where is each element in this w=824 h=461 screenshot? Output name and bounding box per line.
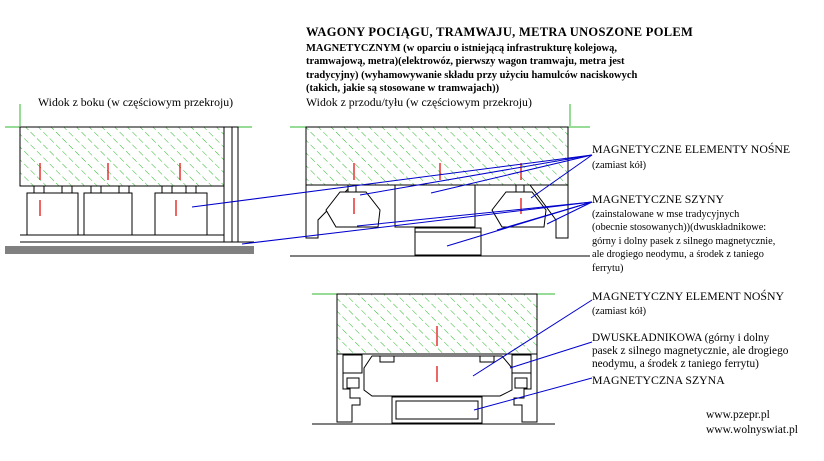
front-bogie-left bbox=[325, 163, 381, 228]
note-line: (zainstalowane w mse tradycyjnych bbox=[592, 209, 740, 220]
subtitle-line: tradycyjny) (wyhamowywanie składu przy u… bbox=[306, 69, 638, 81]
side-bogie-1 bbox=[26, 185, 79, 236]
pointer-lines bbox=[191, 154, 593, 411]
note-line: DWUSKŁADNIKOWA (górny i dolny bbox=[592, 332, 770, 344]
right-leg bbox=[513, 353, 538, 423]
note-line: pasek z silnego magnetycznie, ale drogie… bbox=[592, 344, 789, 357]
side-rail bbox=[5, 234, 254, 254]
front-view-drawing bbox=[290, 104, 590, 257]
label-magnetic-elements: MAGNETYCZNE ELEMENTY NOŚNE bbox=[592, 142, 791, 156]
car-body-section bbox=[305, 126, 569, 186]
note-line: (obecnie stosowanych))(dwuskładnikowe: bbox=[592, 222, 767, 234]
car-body-section bbox=[19, 126, 233, 187]
note-line: ferrytu) bbox=[592, 262, 624, 274]
label-magnetic-element: MAGNETYCZNY ELEMENT NOŚNY bbox=[592, 289, 785, 303]
right-wall bbox=[529, 184, 569, 239]
car-side-wall-outer bbox=[231, 126, 239, 243]
label-magnetic-rails: MAGNETYCZNE SZYNY bbox=[592, 192, 725, 206]
label-magnetic-rail: MAGNETYCZNA SZYNA bbox=[592, 373, 725, 387]
side-view-drawing bbox=[5, 104, 254, 254]
side-bogie-3 bbox=[154, 163, 208, 236]
side-view-label: Widok z boku (w częściowym przekroju) bbox=[38, 95, 234, 109]
label-magnetic-elements-note: (zamiast kół) bbox=[592, 160, 647, 171]
label-magnetic-rails-note: (zainstalowane w mse tradycyjnych (obecn… bbox=[592, 208, 775, 275]
website-link[interactable]: www.pzepr.pl bbox=[706, 409, 770, 421]
detail-view-drawing bbox=[312, 293, 555, 425]
label-two-component: DWUSKŁADNIKOWA (górny i dolny pasek z si… bbox=[592, 332, 788, 371]
note-line: górny i dolny pasek z silnego magnetyczn… bbox=[592, 235, 776, 247]
diagram-subtitle: MAGNETYCZNYM (w oparciu o istniejącą inf… bbox=[306, 42, 637, 96]
note-line: neodymu, a środek z taniego ferrytu) bbox=[592, 357, 759, 370]
website-link[interactable]: www.wolnyswiat.pl bbox=[706, 424, 798, 436]
left-wall bbox=[305, 184, 354, 239]
left-leg bbox=[336, 353, 361, 423]
subtitle-line: MAGNETYCZNYM (w oparciu o istniejącą inf… bbox=[306, 43, 617, 54]
front-view-label: Widok z przodu/tyłu (w częściowym przekr… bbox=[306, 95, 532, 109]
car-side-wall bbox=[223, 126, 233, 243]
diagram-title: WAGONY POCIĄGU, TRAMWAJU, METRA UNOSZONE… bbox=[306, 25, 694, 39]
subtitle-line: tramwajową, metra)(elektrowóz, pierwszy … bbox=[306, 56, 625, 68]
magnetic-carrier bbox=[363, 355, 513, 397]
subtitle-line: (takich, jakie są stosowane w tramwajach… bbox=[306, 83, 500, 95]
side-bogie-2 bbox=[83, 185, 133, 236]
label-magnetic-element-note: (zamiast kół) bbox=[592, 306, 647, 317]
note-line: ale drogiego neodymu, a środek z taniego bbox=[592, 249, 764, 261]
